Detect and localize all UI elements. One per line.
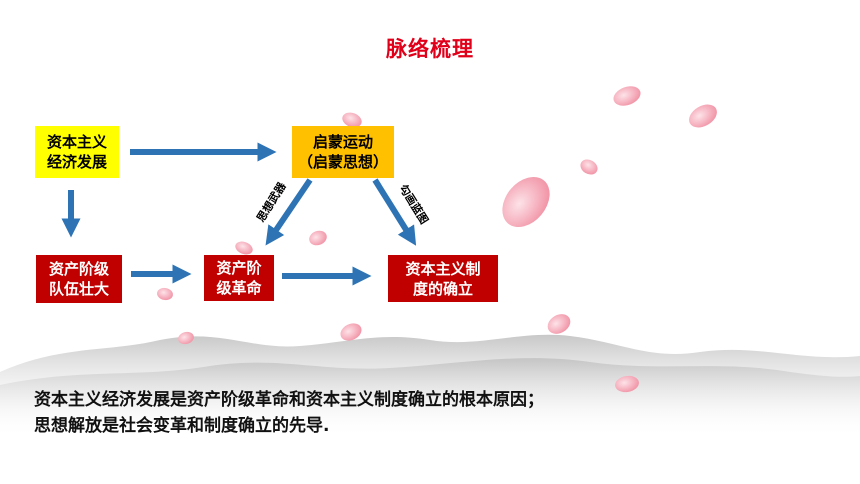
node-system-line1: 资本主义制 (405, 259, 481, 278)
node-economy: 资本主义 经济发展 (35, 126, 119, 178)
node-bourgeoisie-line2: 队伍壮大 (48, 280, 109, 298)
node-revolution-line2: 级革命 (216, 279, 262, 297)
node-enlightenment: 启蒙运动 （启蒙思想） (292, 126, 394, 178)
node-enlightenment-line2: （启蒙思想） (297, 153, 388, 171)
arrow-enlightenment-to-system (372, 178, 417, 246)
petals (157, 86, 717, 393)
page-title: 脉络梳理 (386, 37, 474, 61)
node-economy-line1: 资本主义 (46, 133, 107, 151)
ink-mountains (0, 334, 860, 440)
node-system: 资本主义制 度的确立 (388, 255, 498, 302)
node-bourgeoisie-line1: 资产阶级 (48, 260, 109, 278)
summary-text: 资本主义经济发展是资产阶级革命和资本主义制度确立的根本原因； 思想解放是社会变革… (34, 387, 544, 439)
node-system-line2: 度的确立 (412, 279, 473, 298)
node-bourgeoisie: 资产阶级 队伍壮大 (36, 255, 122, 303)
summary-line1: 资本主义经济发展是资产阶级革命和资本主义制度确立的根本原因； (34, 390, 544, 410)
node-economy-line2: 经济发展 (46, 153, 107, 171)
node-revolution-line1: 资产阶 (216, 259, 262, 277)
summary-line2: 思想解放是社会变革和制度确立的先导. (34, 416, 330, 436)
arrow-enlightenment-to-revolution (265, 178, 313, 246)
node-enlightenment-line1: 启蒙运动 (312, 133, 373, 151)
node-revolution: 资产阶 级革命 (204, 255, 274, 301)
